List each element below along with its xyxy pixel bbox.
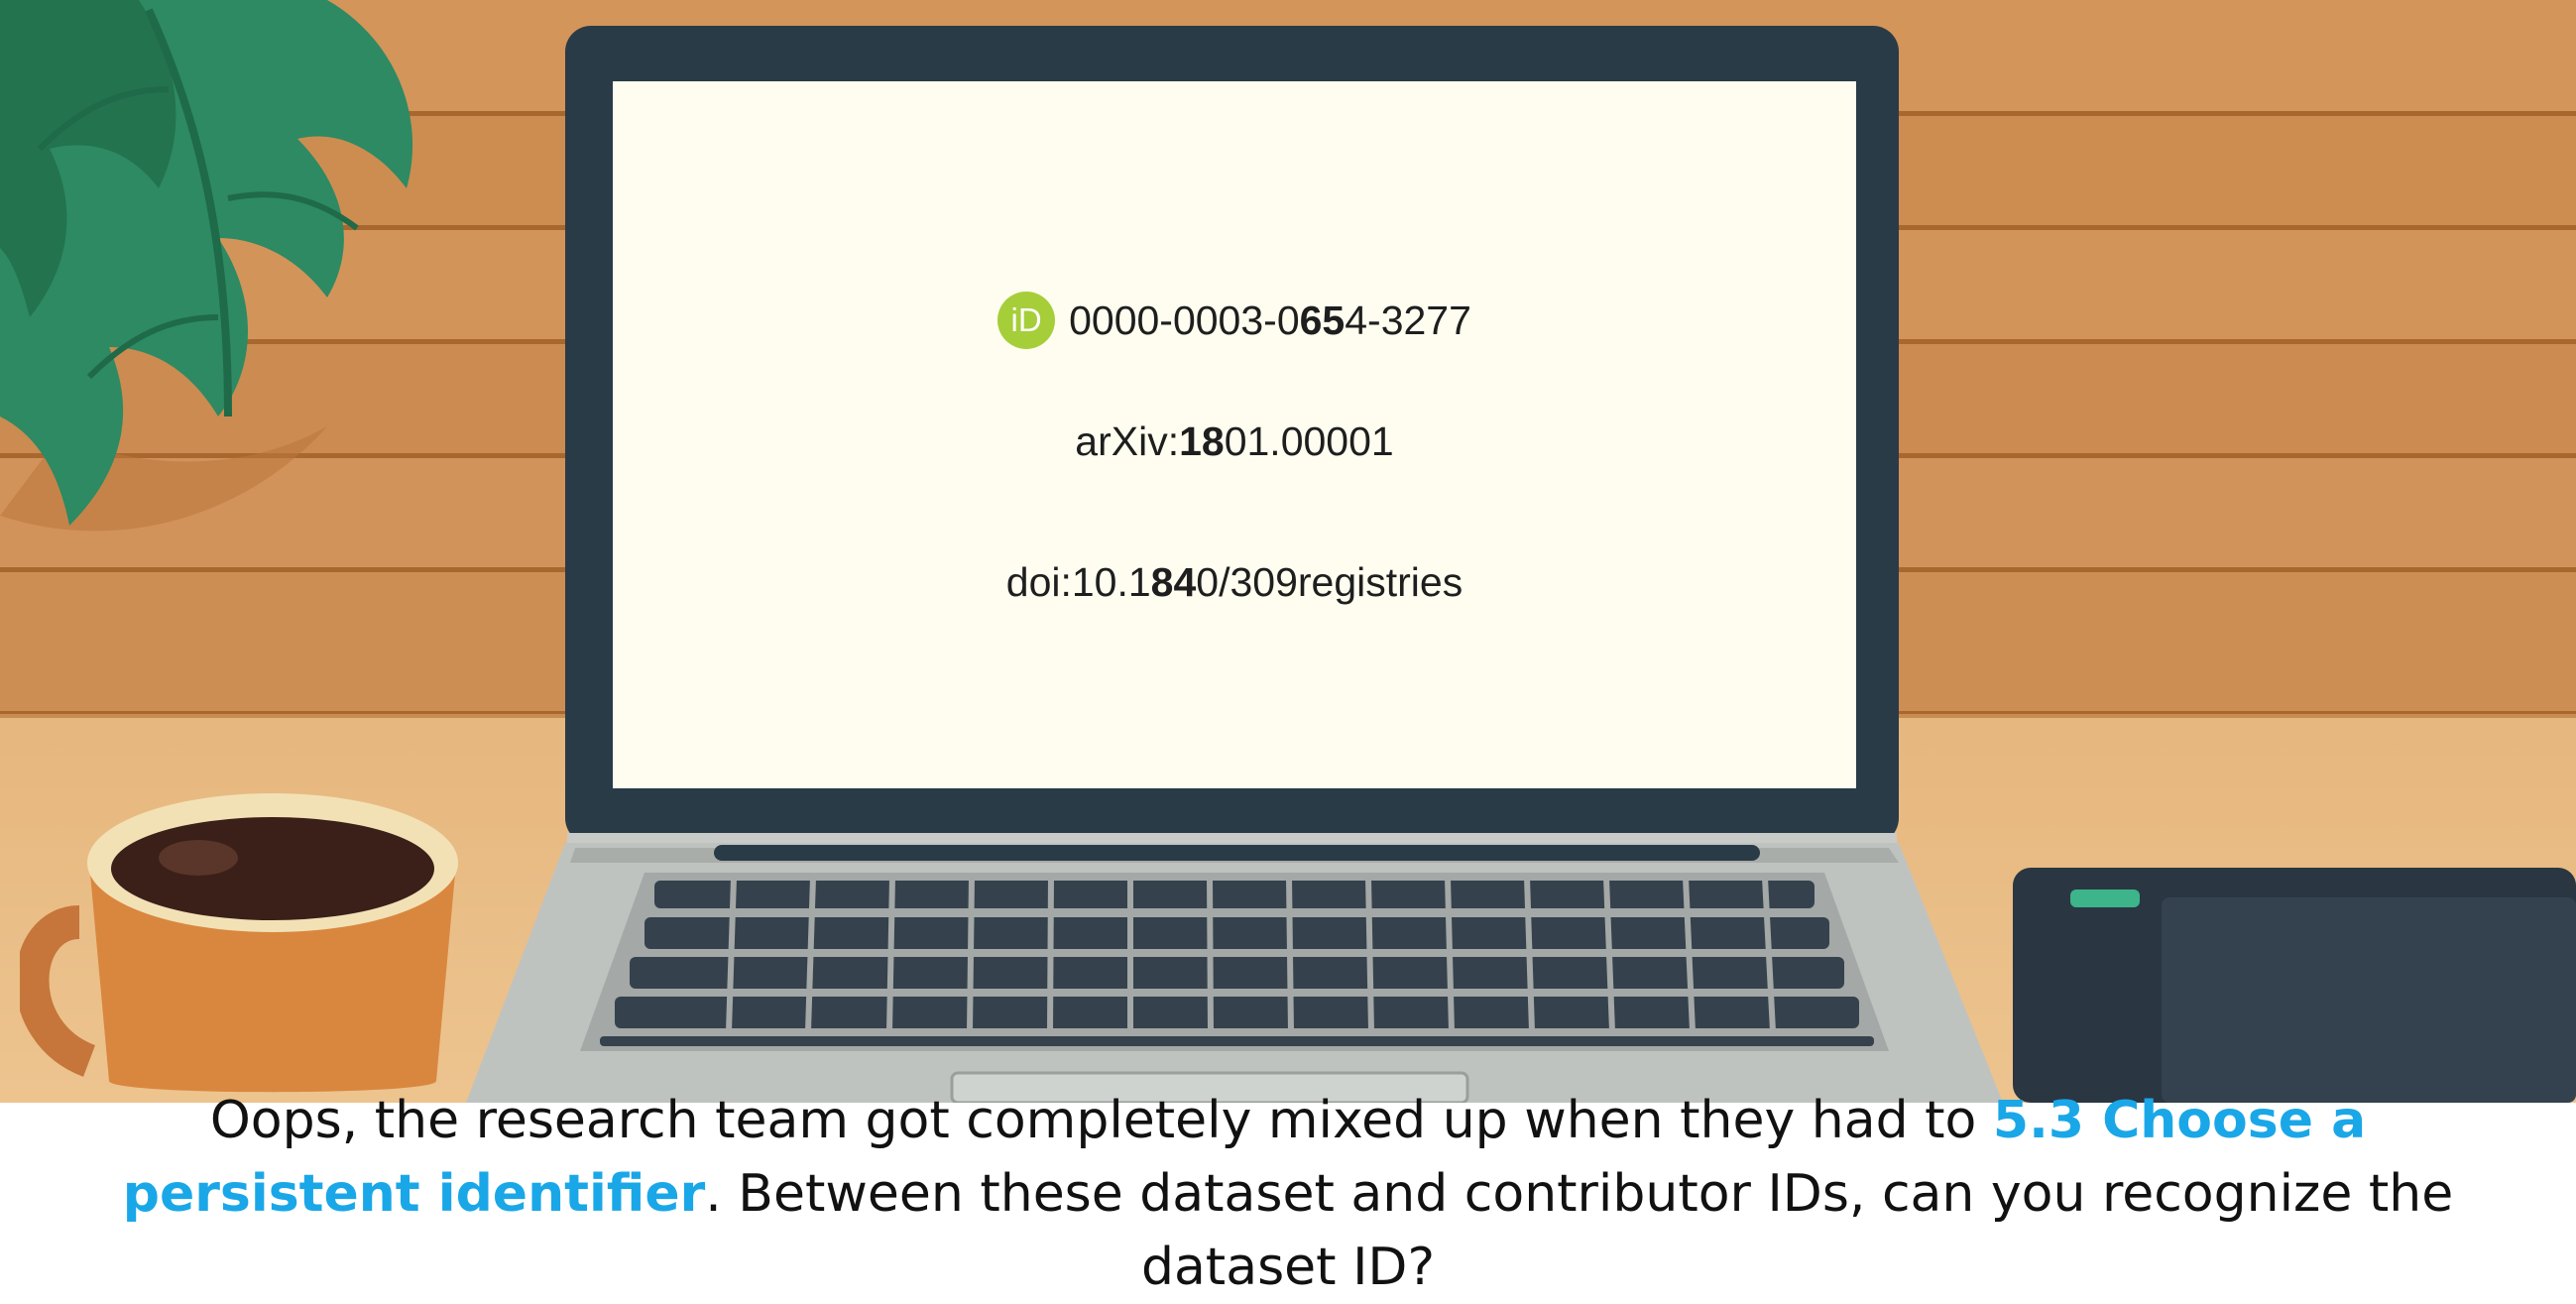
tablet-illustration bbox=[2013, 868, 2576, 1103]
caption-after: . Between these dataset and contributor … bbox=[705, 1163, 2454, 1297]
doi-bold: 84 bbox=[1150, 559, 1197, 605]
arxiv-prefix: arXiv: bbox=[1075, 418, 1180, 464]
caption-highlight: 5.3 Choose a persistent identifier bbox=[122, 1090, 2367, 1224]
orcid-prefix: 0000-0003-0 bbox=[1069, 297, 1300, 343]
arxiv-bold: 18 bbox=[1179, 418, 1225, 464]
laptop-screen: iD 0000-0003-0654-3277 arXiv:1801.00001 … bbox=[613, 81, 1856, 788]
doi-suffix: 0/309registries bbox=[1196, 559, 1464, 605]
laptop-illustration bbox=[466, 26, 2003, 1103]
orcid-bold: 65 bbox=[1299, 297, 1346, 343]
coffee-mug-illustration bbox=[20, 793, 458, 1093]
doi-identifier: doi:10.1840/309registries bbox=[613, 557, 1856, 607]
doi-prefix: doi:10.1 bbox=[1005, 559, 1151, 605]
illustration-scene bbox=[0, 0, 2576, 1103]
plant-illustration bbox=[0, 0, 413, 532]
question-caption: Oops, the research team got completely m… bbox=[0, 1091, 2576, 1297]
orcid-suffix: 4-3277 bbox=[1345, 297, 1471, 343]
orcid-id-icon: iD bbox=[997, 292, 1056, 349]
arxiv-identifier: arXiv:1801.00001 bbox=[613, 416, 1856, 466]
caption-before: Oops, the research team got completely m… bbox=[209, 1090, 1993, 1150]
orcid-text: 0000-0003-0654-3277 bbox=[1069, 296, 1471, 345]
arxiv-suffix: 01.00001 bbox=[1224, 418, 1394, 464]
caption-text: Oops, the research team got completely m… bbox=[59, 1084, 2517, 1304]
orcid-identifier: iD 0000-0003-0654-3277 bbox=[613, 292, 1856, 349]
